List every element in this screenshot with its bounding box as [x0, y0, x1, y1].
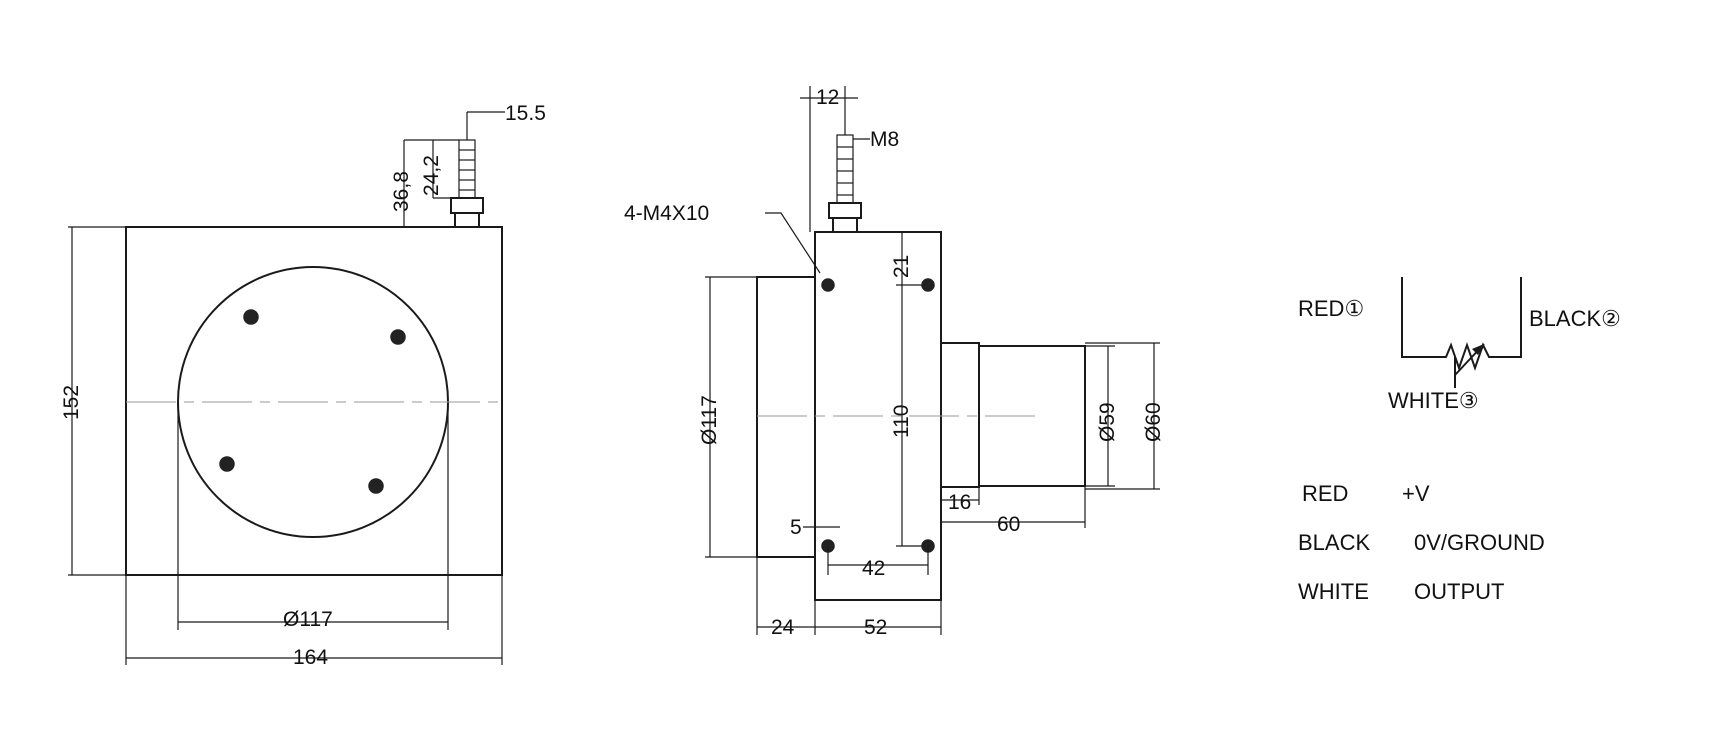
side-hole-2: [921, 278, 935, 292]
wire-name-black: BLACK: [1298, 530, 1370, 555]
wire-name-red: RED: [1302, 481, 1348, 506]
front-hole-3: [219, 456, 235, 472]
dim-21: 21: [890, 255, 913, 278]
front-housing: [125, 226, 503, 576]
dim-15-5: 15.5: [505, 102, 546, 125]
dim-164: 164: [293, 646, 328, 669]
side-view: 12 M8 4-M4X10 21 110 Ø117 5 42 24: [624, 86, 1165, 639]
dim-front-dia-117: Ø117: [283, 608, 333, 631]
dim-5: 5: [790, 516, 802, 539]
front-hole-1: [243, 309, 259, 325]
front-view: 15.5 36,8 24,2 152 Ø117 164: [60, 102, 546, 669]
dim-42: 42: [862, 557, 885, 580]
label-black-terminal: BLACK②: [1529, 306, 1621, 331]
dim-dia-60: Ø60: [1142, 402, 1165, 442]
front-hole-4: [368, 478, 384, 494]
dim-152: 152: [60, 385, 83, 420]
schematic-wire: [1401, 277, 1522, 372]
wire-name-white: WHITE: [1298, 579, 1369, 604]
label-4-m4x10: 4-M4X10: [624, 202, 709, 225]
front-connector: [450, 139, 484, 228]
wire-function-black: 0V/GROUND: [1414, 530, 1545, 555]
potentiometer-schematic: RED① BLACK② WHITE③: [1298, 277, 1621, 413]
dim-52: 52: [864, 616, 887, 639]
side-hole-1: [821, 278, 835, 292]
dim-36-8: 36,8: [390, 171, 413, 212]
dim-12: 12: [816, 86, 839, 109]
dim-side-dia-117: Ø117: [698, 395, 721, 445]
wire-function-white: OUTPUT: [1414, 579, 1504, 604]
front-hole-2: [390, 329, 406, 345]
dim-dia-59: Ø59: [1096, 402, 1119, 442]
side-drum: [756, 276, 816, 558]
dim-24: 24: [771, 616, 795, 639]
dim-16: 16: [948, 491, 971, 514]
dim-60: 60: [997, 513, 1020, 536]
dim-24-2: 24,2: [420, 155, 443, 196]
label-white-terminal: WHITE③: [1388, 388, 1479, 413]
label-red-terminal: RED①: [1298, 296, 1364, 321]
side-flange: [940, 342, 980, 488]
wire-function-red: +V: [1402, 481, 1430, 506]
dim-110: 110: [890, 405, 913, 438]
wiper-arrow-head: [1472, 344, 1484, 355]
side-connector: [828, 134, 862, 233]
label-m8: M8: [870, 128, 899, 151]
wiring-table: RED +V BLACK 0V/GROUND WHITE OUTPUT: [1298, 481, 1545, 604]
